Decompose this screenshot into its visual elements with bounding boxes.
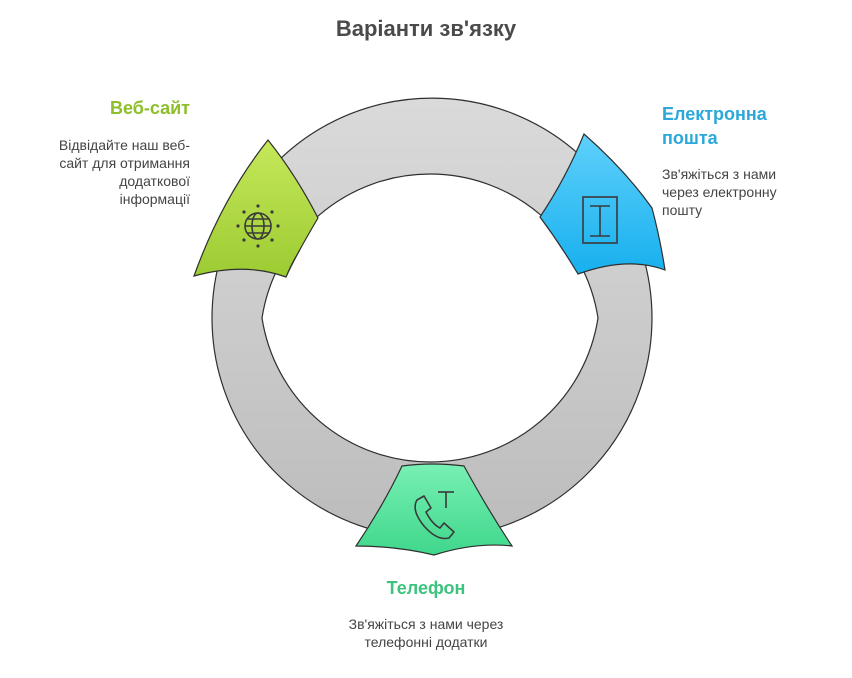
phone-description: Зв'яжіться з нами через телефонні додатк… [348,616,504,650]
globe-icon [236,204,280,248]
email-title: Електронна пошта [662,104,767,148]
email-description: Зв'яжіться з нами через електронну пошту [662,166,777,218]
envelope-icon [582,196,618,244]
website-description: Відвідайте наш веб-сайт для отримання до… [58,137,190,207]
website-title: Веб-сайт [109,98,190,118]
phone-title: Телефон [386,578,466,598]
website-arrow [193,139,319,278]
ring-body [211,97,653,539]
phone-arrow [354,463,514,556]
email-arrow [539,132,666,275]
phone-icon [414,491,455,540]
diagram-title: Варіанти зв'язку [335,16,517,41]
